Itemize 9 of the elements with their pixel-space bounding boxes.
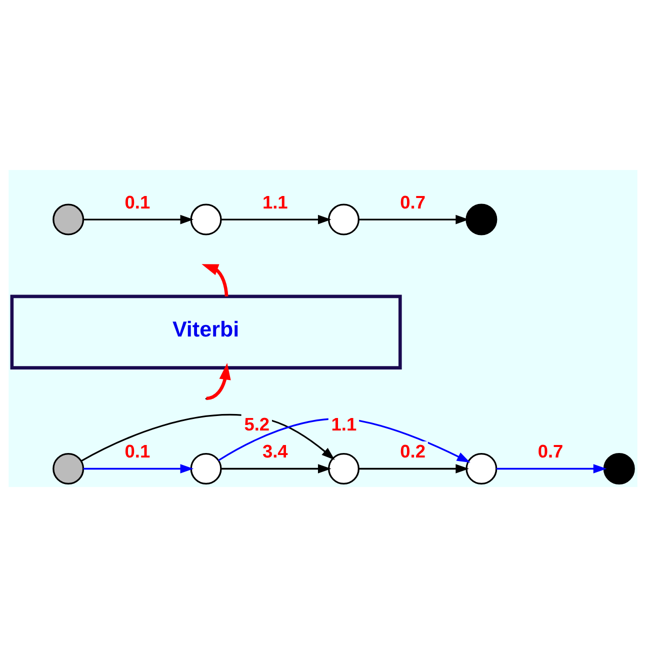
edge-label: 1.1: [331, 412, 357, 434]
edge-label: 1.1: [262, 190, 288, 212]
edge-label: 0.7: [538, 440, 564, 462]
edge-label: 0.1: [124, 190, 150, 212]
edge-label: 0.1: [124, 440, 150, 462]
edge-label: 5.2: [244, 412, 270, 434]
edge-label: 3.4: [262, 440, 288, 462]
edge-label: 0.7: [400, 190, 426, 212]
edge-label: 0.2: [400, 440, 426, 462]
